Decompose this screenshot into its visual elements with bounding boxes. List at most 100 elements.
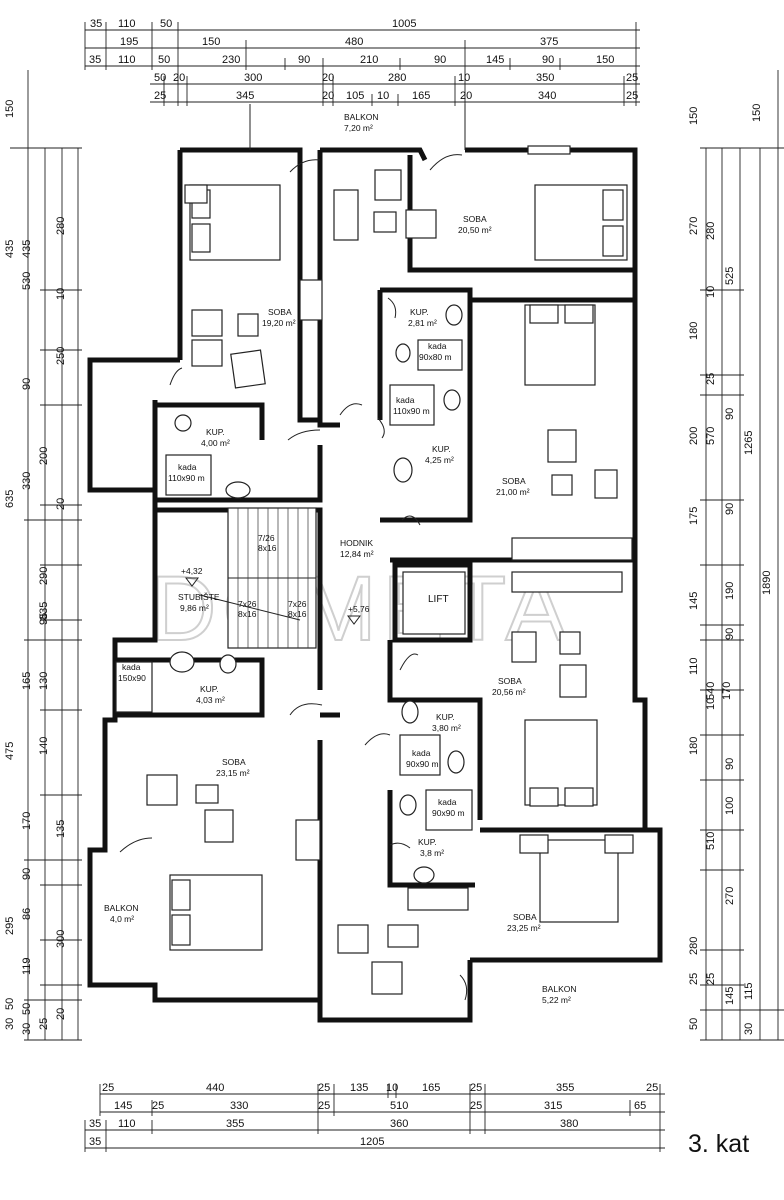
dim-label: 150 xyxy=(751,104,763,122)
bathtub-icon xyxy=(165,454,212,496)
dim-label: 50 xyxy=(21,1003,33,1015)
dim-label: 105 xyxy=(346,90,364,102)
dim-label: 165 xyxy=(422,1082,440,1094)
room-name: kada xyxy=(412,748,431,758)
dim-label: 65 xyxy=(634,1100,646,1112)
dim-label: 150 xyxy=(4,100,16,118)
dim-label: 25 xyxy=(470,1100,482,1112)
level-marker: +4,32 xyxy=(181,566,203,576)
dim-label: 30 xyxy=(743,1023,755,1035)
dim-label: 25 xyxy=(470,1082,482,1094)
bathtub-icon xyxy=(115,661,153,713)
room-area: 7,20 m² xyxy=(344,123,373,133)
toilet-icon xyxy=(447,750,465,774)
dim-label: 510 xyxy=(390,1100,408,1112)
stair-label: 8x16 xyxy=(238,609,257,619)
sink-icon xyxy=(169,651,195,673)
stair-label: 8x16 xyxy=(288,609,307,619)
dim-label: 10 xyxy=(458,72,470,84)
dim-label: 119 xyxy=(21,957,33,975)
chair-icon xyxy=(191,339,223,367)
bathtub-icon xyxy=(425,789,473,831)
desk-icon xyxy=(333,189,359,241)
room-name: KUP. xyxy=(206,427,225,437)
dim-label: 1890 xyxy=(761,571,773,595)
room-area: 9,86 m² xyxy=(180,603,209,613)
room-area: 23,25 m² xyxy=(507,923,541,933)
dim-label: 200 xyxy=(38,447,50,465)
dim-label: 210 xyxy=(360,54,378,66)
bathtub-icon xyxy=(417,339,463,371)
dim-label: 525 xyxy=(724,267,736,285)
dim-label: 380 xyxy=(560,1118,578,1130)
dim-label: 540 xyxy=(705,682,717,700)
sink-icon xyxy=(401,700,419,724)
chair-icon xyxy=(337,924,369,954)
dim-label: 90 xyxy=(542,54,554,66)
stair-label: 8x16 xyxy=(258,543,277,553)
dim-label: 300 xyxy=(55,930,67,948)
dim-label: 510 xyxy=(705,832,717,850)
dim-label: 150 xyxy=(688,107,700,125)
dim-label: 90 xyxy=(21,868,33,880)
dim-label: 30 xyxy=(4,1018,16,1030)
dim-label: 35 xyxy=(89,54,101,66)
dim-label: 10 xyxy=(705,286,717,298)
room-name: SOBA xyxy=(268,307,292,317)
dim-label: 25 xyxy=(705,973,717,985)
dim-label: 25 xyxy=(38,1018,50,1030)
dim-label: 230 xyxy=(222,54,240,66)
room-name: kada xyxy=(438,797,457,807)
dim-label: 280 xyxy=(388,72,406,84)
staircase: 7/26 8x16 7x26 8x16 7x26 8x16 +4,32 +5,7… xyxy=(181,507,370,649)
dim-label: 20 xyxy=(55,1008,67,1020)
lift: LIFT xyxy=(402,571,466,635)
table-icon xyxy=(237,313,259,337)
room-area: 20,56 m² xyxy=(492,687,526,697)
dim-label: 25 xyxy=(646,1082,658,1094)
dim-label: 355 xyxy=(556,1082,574,1094)
dim-label: 25 xyxy=(626,72,638,84)
room-name: SOBA xyxy=(498,676,522,686)
dim-label: 280 xyxy=(55,217,67,235)
dim-label: 10 xyxy=(705,698,717,710)
dim-label: 20 xyxy=(173,72,185,84)
dresser-icon xyxy=(407,887,469,911)
toilet-icon xyxy=(174,414,192,432)
room-name: SOBA xyxy=(222,757,246,767)
lift-label: LIFT xyxy=(428,594,449,605)
dim-label: 20 xyxy=(322,90,334,102)
dim-label: 1005 xyxy=(392,18,416,30)
dim-label: 360 xyxy=(390,1118,408,1130)
room-name: KUP. xyxy=(410,307,429,317)
dim-label: 95 xyxy=(38,613,50,625)
room-name: BALKON xyxy=(104,903,139,913)
room-area: 3,8 m² xyxy=(420,848,444,858)
room-area: 3,80 m² xyxy=(432,723,461,733)
dim-label: 295 xyxy=(4,917,16,935)
dim-label: 435 xyxy=(21,240,33,258)
room-name: kada xyxy=(178,462,197,472)
right-dimensions: 150 270 180 200 175 145 110 170 180 280 … xyxy=(688,70,784,1041)
stair-label: 7x26 xyxy=(238,599,257,609)
dim-label: 115 xyxy=(743,982,755,1000)
room-area: 19,20 m² xyxy=(262,318,296,328)
sink-icon xyxy=(413,866,435,884)
dim-label: 330 xyxy=(230,1100,248,1112)
dim-label: 170 xyxy=(721,682,733,700)
dim-label: 135 xyxy=(55,820,67,838)
dim-label: 150 xyxy=(202,36,220,48)
chair-icon xyxy=(559,631,581,655)
dim-label: 25 xyxy=(102,1082,114,1094)
armchair-icon xyxy=(374,169,402,201)
room-name: SOBA xyxy=(513,912,537,922)
dresser-icon xyxy=(511,571,623,593)
chair-icon xyxy=(551,474,573,496)
level-marker: +5,76 xyxy=(348,604,370,614)
room-name: HODNIK xyxy=(340,538,373,548)
dim-label: 1265 xyxy=(743,431,755,455)
dim-label: 90 xyxy=(724,408,736,420)
dim-label: 50 xyxy=(4,998,16,1010)
sink-icon xyxy=(225,481,251,499)
room-name: KUP. xyxy=(436,712,455,722)
